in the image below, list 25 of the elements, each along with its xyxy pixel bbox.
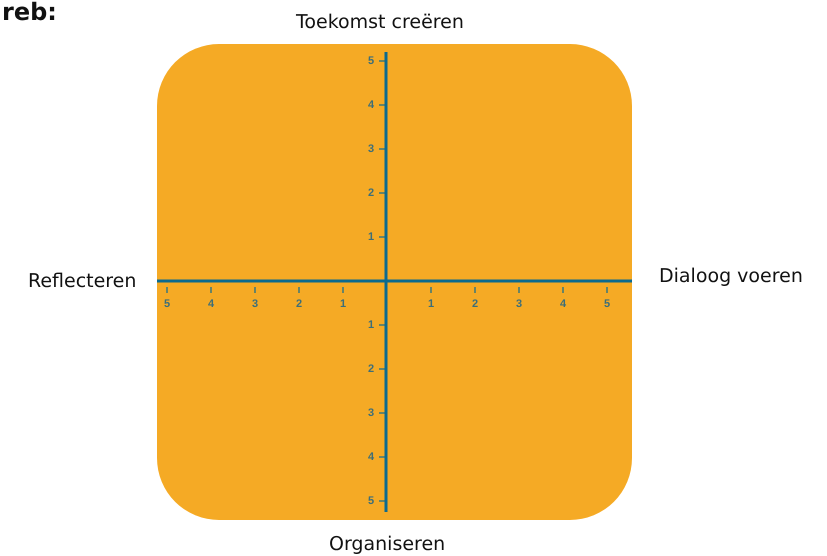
tick-label: 3	[252, 298, 258, 310]
tick-label: 2	[472, 298, 478, 310]
axis-label: Toekomst creëren	[296, 12, 464, 32]
tick-label: 4	[208, 298, 214, 310]
tick-label: 1	[368, 320, 374, 330]
tick-label: 1	[428, 298, 434, 310]
tick-label: 5	[604, 298, 610, 310]
tick-label: 1	[340, 298, 346, 310]
tick-label: 3	[516, 298, 522, 310]
axis-label: Organiseren	[329, 534, 446, 554]
tick-label: 5	[164, 298, 170, 310]
tick-label: 4	[368, 452, 374, 462]
axis-label: Reflecteren	[28, 272, 136, 290]
tick-label: 2	[296, 298, 302, 310]
heading-text: reb:	[2, 0, 57, 24]
tick-label: 5	[368, 496, 374, 506]
tick-label: 5	[368, 56, 374, 66]
tick-label: 3	[368, 408, 374, 418]
tick-label: 4	[368, 100, 374, 110]
tick-label: 2	[368, 188, 374, 198]
axis-label: Dialoog voeren	[659, 266, 803, 286]
tick-label: 4	[560, 298, 566, 310]
tick-label: 1	[368, 232, 374, 242]
tick-label: 3	[368, 144, 374, 154]
tick-label: 2	[368, 364, 374, 374]
